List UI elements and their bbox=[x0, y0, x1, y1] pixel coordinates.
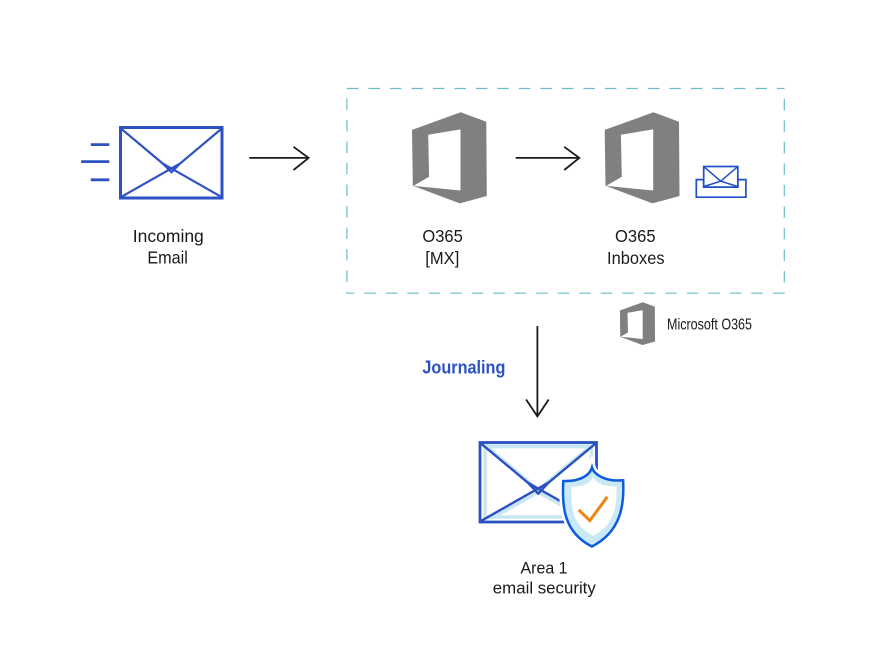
svg-text:Inboxes: Inboxes bbox=[607, 248, 665, 268]
svg-text:[MX]: [MX] bbox=[425, 248, 459, 268]
svg-text:Area 1: Area 1 bbox=[521, 559, 568, 578]
svg-text:Journaling: Journaling bbox=[422, 357, 505, 378]
svg-text:Incoming: Incoming bbox=[133, 226, 204, 246]
svg-text:email security: email security bbox=[493, 578, 596, 597]
svg-text:Microsoft O365: Microsoft O365 bbox=[667, 317, 752, 334]
svg-text:Email: Email bbox=[147, 247, 188, 267]
svg-text:O365: O365 bbox=[615, 226, 656, 246]
svg-text:O365: O365 bbox=[422, 226, 463, 246]
